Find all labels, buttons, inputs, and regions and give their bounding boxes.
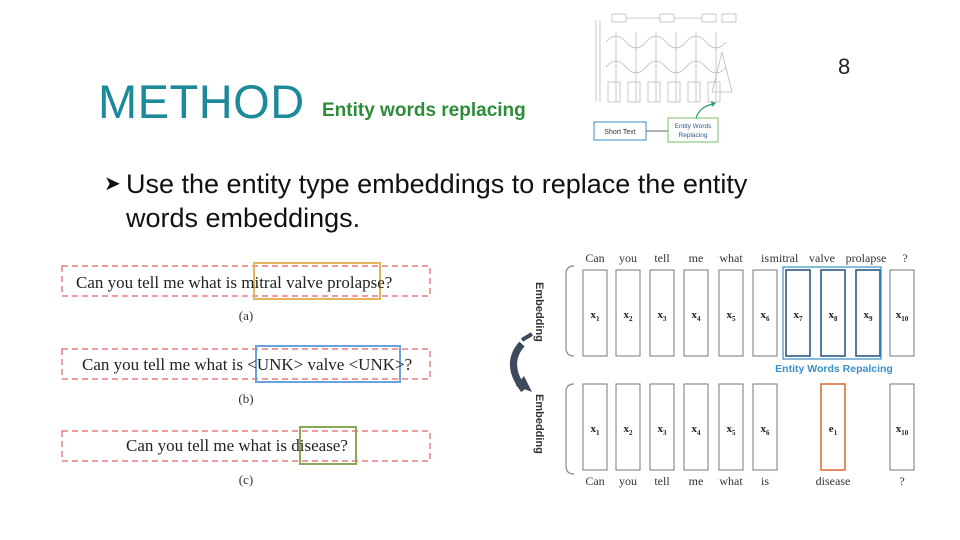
top-token-label: x9 <box>864 309 874 323</box>
highlight-a-box <box>253 262 381 300</box>
top-embedding-box <box>889 269 915 357</box>
short-text-label: Short Text <box>604 129 635 136</box>
sentence-b-box <box>61 348 431 380</box>
bottom-word: Can <box>585 474 604 488</box>
top-word: what <box>719 251 743 265</box>
sentence-a-suffix: ? <box>385 273 393 292</box>
caption-c: (c) <box>239 472 253 487</box>
top-embedding-box <box>683 269 709 357</box>
bottom-token-label: x10 <box>896 423 909 437</box>
top-embedding-box <box>752 269 778 357</box>
top-token-label: x8 <box>829 309 839 323</box>
top-token-label: x1 <box>591 309 601 323</box>
replace-label-2: Replacing <box>679 132 708 139</box>
top-embedding-box <box>820 269 846 357</box>
bottom-token-label: x5 <box>727 423 737 437</box>
sentence-figure: Can you tell me what is mitral valve pro… <box>61 262 431 487</box>
top-word: prolapse <box>846 251 887 265</box>
embedding-label-top: Embedding <box>533 282 545 342</box>
bottom-embedding-box <box>718 383 744 471</box>
bottom-token-label: x2 <box>624 423 634 437</box>
sentence-a-box <box>61 265 431 297</box>
bottom-token-label: x1 <box>591 423 601 437</box>
sentence-a-highlight: mitral valve prolapse <box>241 273 385 292</box>
top-embedding-box <box>718 269 744 357</box>
entity-type-box <box>820 383 846 471</box>
top-token-label: x2 <box>624 309 634 323</box>
top-word: me <box>689 251 704 265</box>
bottom-embedding-box <box>683 383 709 471</box>
top-embedding-box <box>615 269 641 357</box>
highlight-c-box <box>299 426 357 465</box>
top-token-label: x5 <box>727 309 737 323</box>
caption-b: (b) <box>238 391 253 406</box>
top-word: valve <box>809 251 835 265</box>
top-word: is <box>761 251 769 265</box>
top-token-label: x10 <box>896 309 909 323</box>
entity-group-box <box>782 266 882 360</box>
arrow-bullet-icon: ➤ <box>104 173 121 195</box>
bottom-word: what <box>719 474 743 488</box>
bottom-embedding-box <box>752 383 778 471</box>
bottom-embedding-row: x1 x2 x3 x4 x5 x6 e1 x10 <box>582 383 915 471</box>
bottom-words-row: Can you tell me what is disease? <box>585 474 904 488</box>
sentence-b-suffix: ? <box>405 355 413 374</box>
page-number: 8 <box>838 54 851 79</box>
bottom-embedding-box <box>889 383 915 471</box>
top-token-label: x3 <box>658 309 668 323</box>
top-token-label: x6 <box>761 309 771 323</box>
top-embedding-box <box>855 269 881 357</box>
top-word: you <box>619 251 637 265</box>
architecture-thumbnail: Short Text Entity Words Replacing <box>593 13 737 143</box>
top-word: mitral <box>770 251 799 265</box>
bottom-word: tell <box>654 474 670 488</box>
replace-label-1: Entity Words <box>675 123 712 130</box>
sentence-b-highlight: <UNK> valve <UNK> <box>247 355 404 374</box>
bottom-word: ? <box>899 474 904 488</box>
bottom-token-label: x3 <box>658 423 668 437</box>
top-embedding-box <box>582 269 608 357</box>
bottom-embedding-box <box>615 383 641 471</box>
slide-subtitle: Entity words replacing <box>322 100 526 121</box>
sentence-c-highlight: disease <box>291 436 340 455</box>
bottom-token-label: x6 <box>761 423 771 437</box>
slide-title: METHOD <box>98 75 305 128</box>
bottom-word: you <box>619 474 637 488</box>
bottom-token-label: x4 <box>692 423 702 437</box>
bottom-embedding-box <box>649 383 675 471</box>
entity-words-replacing-label: Entity Words Repalcing <box>775 363 893 375</box>
top-embedding-box <box>649 269 675 357</box>
sentence-b: Can you tell me what is <UNK> valve <UNK… <box>82 355 412 374</box>
sentence-c-box <box>61 430 431 462</box>
sentence-a-prefix: Can you tell me what is <box>76 273 241 292</box>
top-token-label: x4 <box>692 309 702 323</box>
top-embedding-box <box>785 269 811 357</box>
top-token-label: x7 <box>794 309 804 323</box>
embedding-label-bottom: Embedding <box>533 394 545 454</box>
bullet-text: Use the entity type embeddings to replac… <box>126 169 748 233</box>
top-word: tell <box>654 251 670 265</box>
bottom-word: me <box>689 474 704 488</box>
bottom-word: is <box>761 474 769 488</box>
bottom-embedding-box <box>582 383 608 471</box>
sentence-b-prefix: Can you tell me what is <box>82 355 247 374</box>
sentence-c: Can you tell me what is disease? <box>126 436 348 455</box>
top-word: Can <box>585 251 604 265</box>
sentence-a: Can you tell me what is mitral valve pro… <box>76 273 392 292</box>
highlight-b-box <box>255 345 401 383</box>
caption-a: (a) <box>239 308 253 323</box>
top-embedding-row: x1 x2 x3 x4 x5 x6 x7 x8 x9 x10 <box>582 266 915 360</box>
bottom-token-label: e1 <box>829 423 838 437</box>
sentence-c-prefix: Can you tell me what is <box>126 436 291 455</box>
top-word: ? <box>902 251 907 265</box>
bottom-word: disease <box>816 474 851 488</box>
sentence-c-suffix: ? <box>340 436 348 455</box>
